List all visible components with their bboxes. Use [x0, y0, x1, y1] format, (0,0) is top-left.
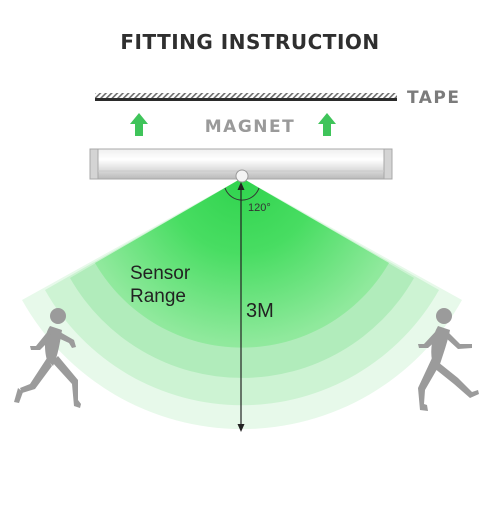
tape-strip — [95, 93, 397, 101]
magnet-label: MAGNET — [204, 117, 296, 137]
runner-right-icon — [418, 308, 479, 411]
tape-line — [95, 98, 397, 101]
range-core — [95, 178, 389, 348]
page-title: FITTING INSTRUCTION — [120, 30, 380, 54]
angle-arc — [224, 187, 260, 201]
angle-label: 120° — [248, 202, 271, 214]
up-arrow-left-icon — [130, 113, 148, 136]
sensor-label-line2: Range — [130, 286, 186, 307]
up-arrow-right-icon — [318, 113, 336, 136]
light-bar — [89, 148, 393, 183]
runner-left-icon — [14, 308, 81, 408]
sensor-label-line1: Sensor — [130, 263, 191, 284]
sensor-range-fan — [22, 178, 462, 430]
distance-arrow — [237, 182, 245, 432]
distance-label: 3M — [246, 300, 274, 322]
sensor-range-label: Sensor Range — [130, 262, 190, 308]
tape-hatch — [95, 93, 397, 99]
motion-sensor-icon — [235, 169, 249, 183]
tape-label: TAPE — [407, 88, 461, 108]
